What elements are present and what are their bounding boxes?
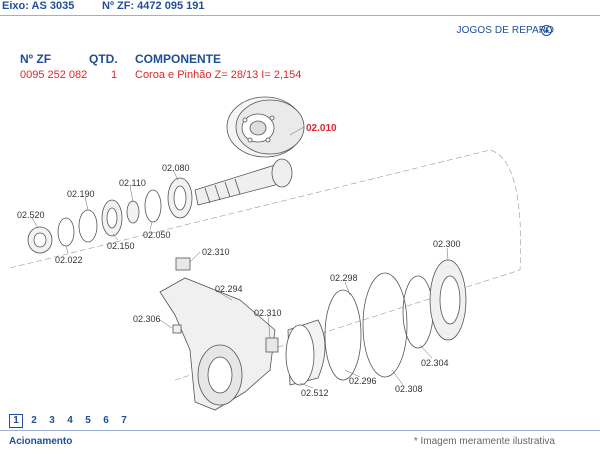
label-02300[interactable]: 02.300: [433, 239, 461, 249]
row-componente[interactable]: Coroa e Pinhão Z= 28/13 I= 2,154: [135, 69, 302, 81]
label-02296[interactable]: 02.296: [349, 376, 377, 386]
label-02306[interactable]: 02.306: [133, 314, 161, 324]
ring-02190: [78, 209, 98, 243]
ring-02304: [402, 275, 434, 349]
ring-02050: [144, 189, 162, 223]
download-circle-icon[interactable]: [541, 25, 552, 36]
label-02050[interactable]: 02.050: [143, 230, 171, 240]
label-02080[interactable]: 02.080: [162, 163, 190, 173]
jogos-de-reparo-link[interactable]: JOGOS DE REPARO: [456, 25, 554, 36]
label-02022[interactable]: 02.022: [55, 255, 83, 265]
label-02304[interactable]: 02.304: [421, 358, 449, 368]
eixo-label: Eixo: AS 3035: [2, 0, 75, 12]
axle-housing: [159, 257, 279, 411]
page-current[interactable]: 1: [9, 414, 23, 428]
page-link[interactable]: 4: [67, 415, 73, 426]
page-link[interactable]: 7: [121, 415, 127, 426]
label-02294[interactable]: 02.294: [215, 284, 243, 294]
page-link[interactable]: 6: [103, 415, 109, 426]
zf-number-label: Nº ZF: 4472 095 191: [102, 0, 205, 12]
ring-02110: [126, 200, 140, 224]
label-02110[interactable]: 02.110: [119, 178, 146, 188]
pager-divider: [0, 430, 600, 431]
label-02308[interactable]: 02.308: [395, 384, 423, 394]
label-02520[interactable]: 02.520: [17, 210, 45, 220]
row-qtd: 1: [111, 69, 118, 81]
ring-02308: [362, 272, 408, 378]
ring-02296: [324, 289, 362, 381]
label-02010[interactable]: 02.010: [306, 123, 337, 134]
acionamento-label: Acionamento: [9, 436, 73, 447]
pinion-shaft: [194, 158, 293, 206]
page-link[interactable]: 2: [31, 415, 37, 426]
illustrative-note: * Imagem meramente ilustrativa: [413, 436, 555, 447]
label-02310-b[interactable]: 02.310: [254, 308, 282, 318]
label-02310-a[interactable]: 02.310: [202, 247, 230, 257]
page-link[interactable]: 3: [49, 415, 55, 426]
col-header-nzf: Nº ZF: [20, 52, 52, 66]
top-bar: Eixo: AS 3035 Nº ZF: 4472 095 191: [0, 0, 600, 14]
col-header-qtd: QTD.: [89, 52, 118, 66]
label-02512[interactable]: 02.512: [301, 388, 329, 398]
label-02298[interactable]: 02.298: [330, 273, 358, 283]
label-02150[interactable]: 02.150: [107, 241, 135, 251]
top-divider: [0, 15, 600, 16]
ring-02022: [57, 217, 75, 247]
page-link[interactable]: 5: [85, 415, 91, 426]
row-nzf: 0095 252 082: [20, 69, 88, 81]
crown-gear: [226, 96, 305, 158]
col-header-componente: COMPONENTE: [135, 52, 222, 66]
label-02190[interactable]: 02.190: [67, 189, 95, 199]
exploded-diagram: 02.010 02.080 02.110 02.190 02.520 02.15…: [9, 96, 521, 411]
